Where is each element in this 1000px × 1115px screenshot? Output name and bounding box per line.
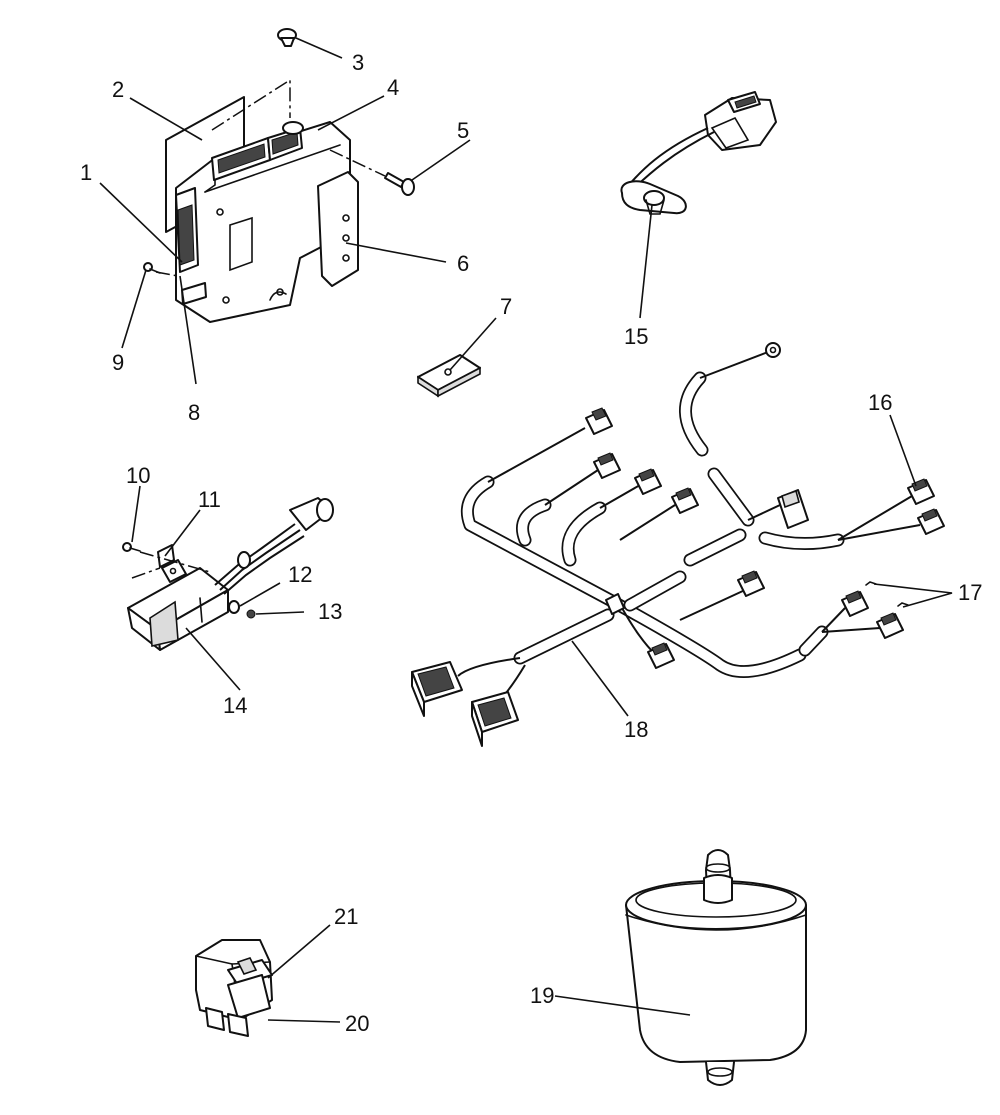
relay-20 [195,939,273,1037]
callout-16: 16 [868,390,892,415]
connector-large [471,691,519,747]
sensor-15 [620,91,777,215]
connector [917,508,945,535]
callout-6: 6 [457,251,469,276]
leader-lines [99,37,953,1023]
callout-9: 9 [112,350,124,375]
callout-3: 3 [352,50,364,75]
connector-16 [907,478,935,505]
callout-4: 4 [387,75,399,100]
callout-18: 18 [624,717,648,742]
throttle-sensor-14 [127,497,334,651]
wire-harness [411,342,945,747]
callout-14: 14 [223,693,247,718]
callout-11: 11 [198,487,221,512]
callout-21: 21 [334,904,358,929]
connector [634,468,662,495]
connector-17a [841,590,869,617]
callouts: 1 2 3 4 5 6 7 8 9 10 11 12 13 14 15 16 1… [80,50,982,1036]
callout-19: 19 [530,983,554,1008]
fuel-filter-19 [625,849,807,1086]
connector [777,489,809,529]
connector [737,570,765,597]
chip-7 [417,354,481,398]
callout-7: 7 [500,294,512,319]
connector-large [411,661,463,717]
callout-2: 2 [112,77,124,102]
connector-17b [876,612,904,639]
callout-5: 5 [457,118,469,143]
callout-1: 1 [80,160,92,185]
callout-10: 10 [126,463,150,488]
nut-13 [246,609,256,619]
screw-5 [384,172,415,196]
connector [593,452,621,479]
connector [671,487,699,514]
callout-15: 15 [624,324,648,349]
washer-12 [228,600,240,614]
ecu-module [165,96,359,323]
callout-17: 17 [958,580,982,605]
screw-3 [277,28,297,47]
connector [647,642,675,669]
connector [585,407,613,435]
screw-9 [143,262,161,274]
screw-10 [122,542,141,552]
callout-12: 12 [288,562,312,587]
callout-8: 8 [188,400,200,425]
callout-13: 13 [318,599,342,624]
callout-20: 20 [345,1011,369,1036]
